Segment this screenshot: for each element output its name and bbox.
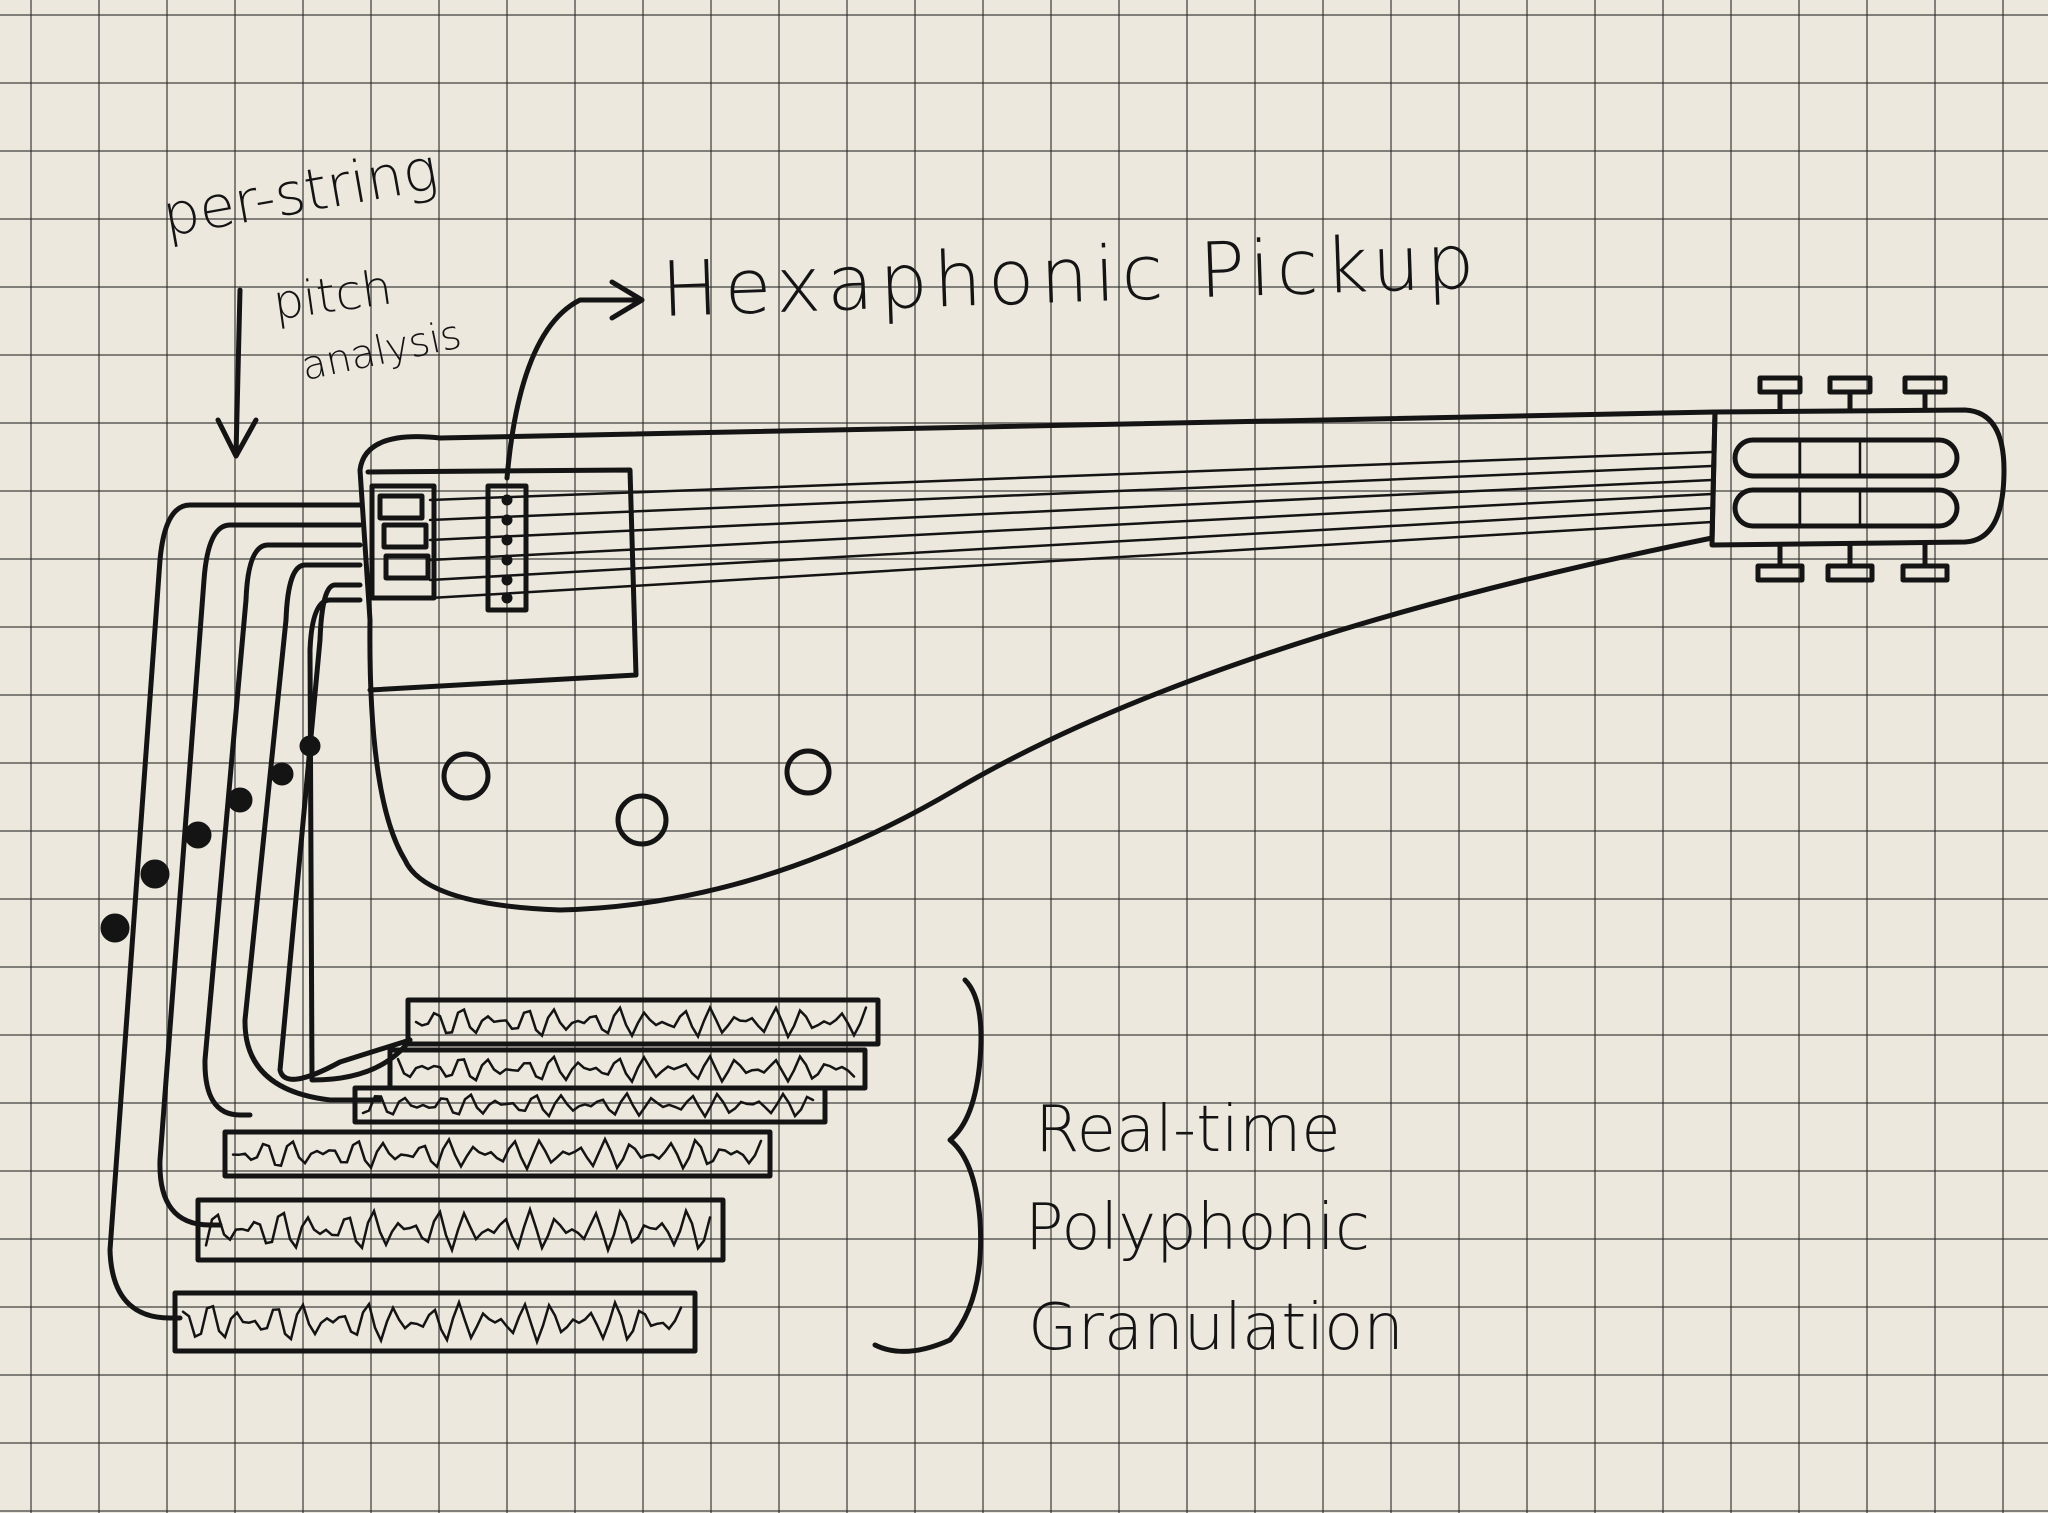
down-arrow: [215, 287, 259, 459]
waveform-trace-2: [396, 1053, 856, 1085]
pickup-pointer-arrow: [504, 279, 645, 481]
waveform-strip-4: [222, 1129, 773, 1179]
label-realtime: Real-time: [1035, 1093, 1341, 1167]
waveform-trace-5: [204, 1205, 712, 1255]
waveform-trace-3: [361, 1091, 815, 1119]
waveform-strip-6: [172, 1290, 698, 1354]
bridge-saddles: [369, 483, 437, 601]
label-polyphonic: Polyphonic: [1025, 1191, 1370, 1265]
curly-brace: [872, 977, 984, 1354]
waveform-strip-5: [195, 1197, 726, 1263]
sound-holes: [441, 748, 832, 847]
waveform-strip-3: [352, 1085, 828, 1125]
tuning-pegs: [1755, 375, 1950, 583]
headstock: [1709, 407, 2007, 548]
waveform-trace-1: [414, 1004, 868, 1040]
waveform-trace-6: [181, 1298, 683, 1346]
per-string-wires: [100, 502, 413, 1321]
granulation-waveform-strips: [172, 997, 881, 1354]
pickup-plate: [365, 467, 639, 693]
waveform-strip-1: [405, 997, 881, 1047]
guitar-strings: [428, 450, 1714, 600]
waveform-trace-4: [231, 1136, 763, 1172]
label-granulation: Granulation: [1028, 1291, 1404, 1365]
guitar-body-outline: [357, 409, 1718, 913]
